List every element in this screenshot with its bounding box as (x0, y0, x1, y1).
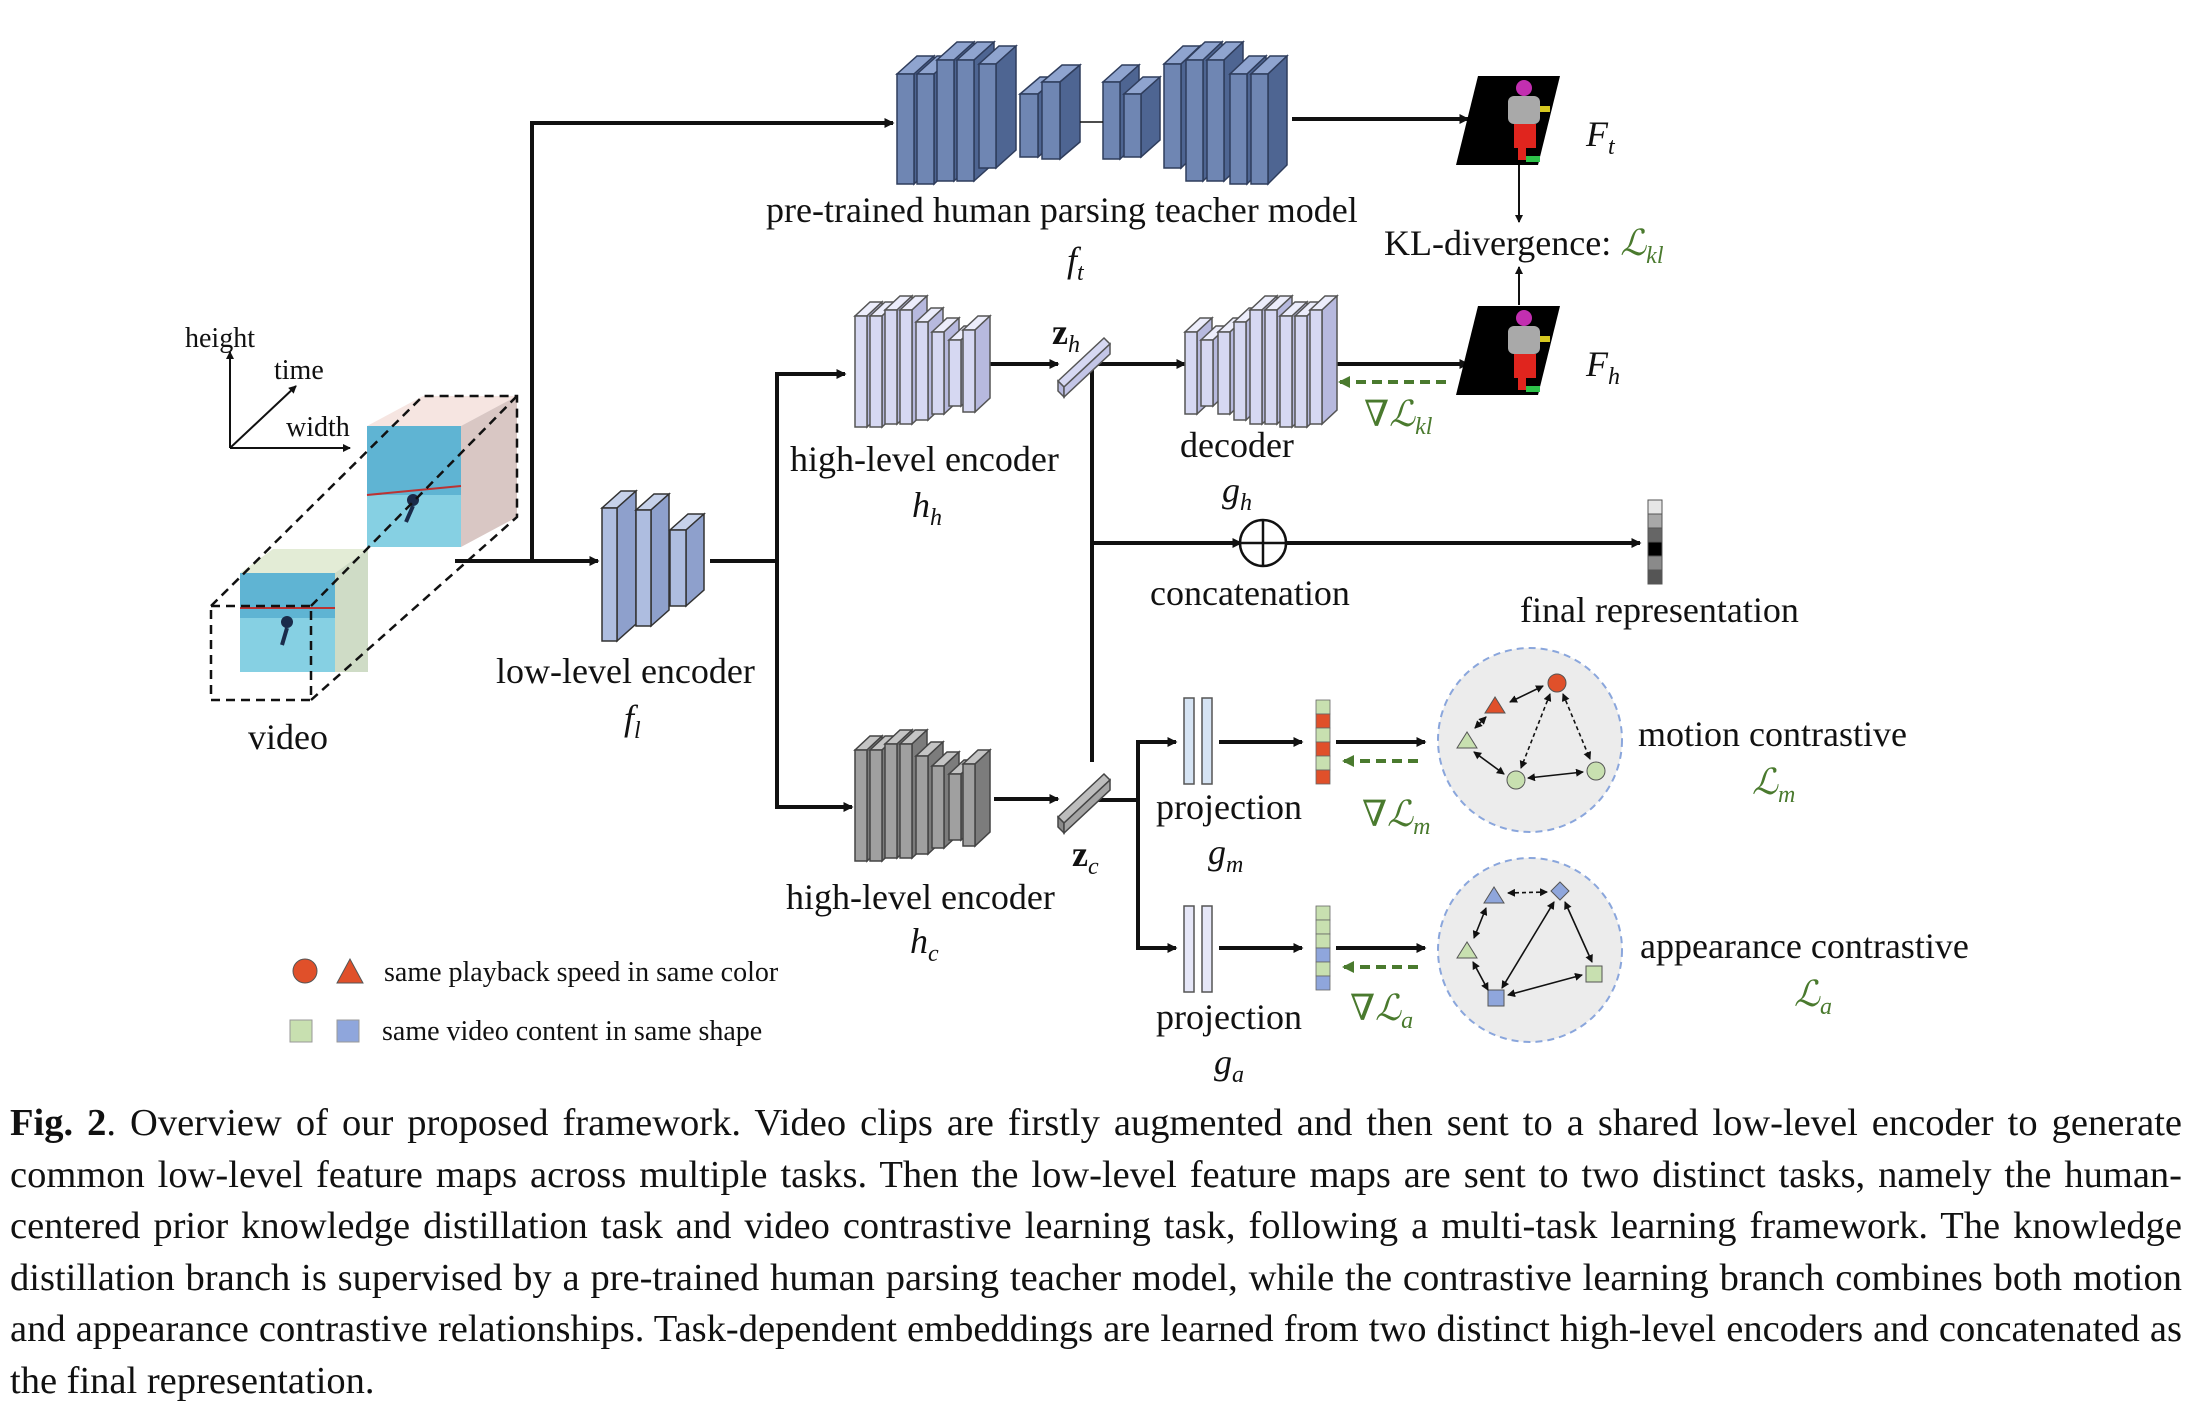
legend-green-square (289, 1019, 313, 1043)
Fh-symbol: Fh (1585, 344, 1620, 390)
grad-a-symbol: ∇ℒa (1350, 988, 1413, 1034)
ga-symbol: ga (1214, 1042, 1244, 1088)
axes-icon (226, 351, 351, 452)
high-level-encoder-h (853, 294, 992, 429)
zc-embedding (1056, 772, 1112, 835)
La-symbol: ℒa (1794, 974, 1832, 1020)
decoder-label: decoder (1180, 425, 1294, 465)
teacher-model (895, 40, 1289, 186)
fl-symbol: fl (624, 698, 641, 744)
motion-contrastive-label: motion contrastive (1638, 714, 1907, 754)
axis-width-label: width (286, 412, 350, 443)
final-representation-vector (1647, 499, 1663, 585)
appearance-blue-triangle (1483, 886, 1505, 904)
grad-kl-symbol: ∇ℒkl (1364, 394, 1433, 440)
kl-divergence-label: KL-divergence: ℒkl (1384, 223, 1664, 269)
caption-label: Fig. 2 (10, 1102, 107, 1144)
low-encoder-label: low-level encoder (496, 651, 755, 691)
zh-symbol: zh (1052, 312, 1080, 358)
concatenation-node (1238, 518, 1288, 568)
projection-a-label: projection (1156, 997, 1302, 1037)
hc-symbol: hc (910, 921, 939, 967)
connection-lines (455, 114, 1642, 953)
high-encoder-c-label: high-level encoder (786, 877, 1055, 917)
low-level-encoder (600, 489, 706, 643)
appearance-blue-diamond (1550, 881, 1570, 901)
appearance-green-triangle (1456, 941, 1478, 959)
concatenation-label: concatenation (1150, 573, 1350, 613)
video-cube (209, 394, 519, 702)
legend-red-circle (292, 958, 318, 984)
appearance-embedding-vector (1315, 905, 1331, 991)
gm-symbol: gm (1208, 832, 1243, 878)
Ft-symbol: Ft (1585, 114, 1616, 160)
motion-green-triangle (1456, 731, 1478, 749)
projection-m (1183, 697, 1213, 785)
figure-caption: Fig. 2. Overview of our proposed framewo… (10, 1098, 2182, 1407)
legend-blue-square (336, 1019, 360, 1043)
ft-symbol: ft (1067, 240, 1085, 286)
high-encoder-h-label: high-level encoder (790, 439, 1059, 479)
grad-m-symbol: ∇ℒm (1362, 794, 1430, 840)
motion-embedding-vector (1315, 699, 1331, 785)
motion-green-circle-1 (1506, 770, 1526, 790)
motion-red-triangle (1484, 696, 1506, 714)
Lm-symbol: ℒm (1752, 762, 1795, 808)
video-label: video (248, 717, 328, 757)
legend-red-triangle (336, 957, 364, 984)
teacher-label: pre-trained human parsing teacher model (766, 190, 1358, 230)
student-parsing-map (1456, 306, 1560, 395)
projection-m-label: projection (1156, 787, 1302, 827)
final-representation-label: final representation (1520, 590, 1799, 630)
legend-content-label: same video content in same shape (382, 1016, 762, 1047)
gh-symbol: gh (1222, 470, 1252, 516)
motion-green-circle-2 (1586, 761, 1606, 781)
decoder (1183, 294, 1339, 429)
appearance-green-square (1585, 965, 1603, 983)
appearance-contrastive-label: appearance contrastive (1640, 926, 1969, 966)
legend: same playback speed in same color same v… (289, 957, 779, 1047)
zc-symbol: zc (1072, 834, 1099, 880)
axis-time-label: time (274, 355, 324, 386)
motion-contrastive-space (1437, 647, 1623, 833)
appearance-contrastive-space (1437, 857, 1623, 1043)
framework-diagram: height time width video (185, 40, 1969, 1088)
teacher-parsing-map (1456, 76, 1560, 165)
caption-text: . Overview of our proposed framework. Vi… (10, 1102, 2182, 1402)
hh-symbol: hh (912, 485, 942, 531)
zh-embedding (1056, 336, 1112, 399)
projection-a (1183, 905, 1213, 993)
axis-height-label: height (185, 323, 255, 354)
high-level-encoder-c (853, 728, 992, 863)
appearance-blue-square (1487, 989, 1505, 1007)
legend-speed-label: same playback speed in same color (384, 957, 779, 988)
motion-red-circle (1547, 673, 1567, 693)
